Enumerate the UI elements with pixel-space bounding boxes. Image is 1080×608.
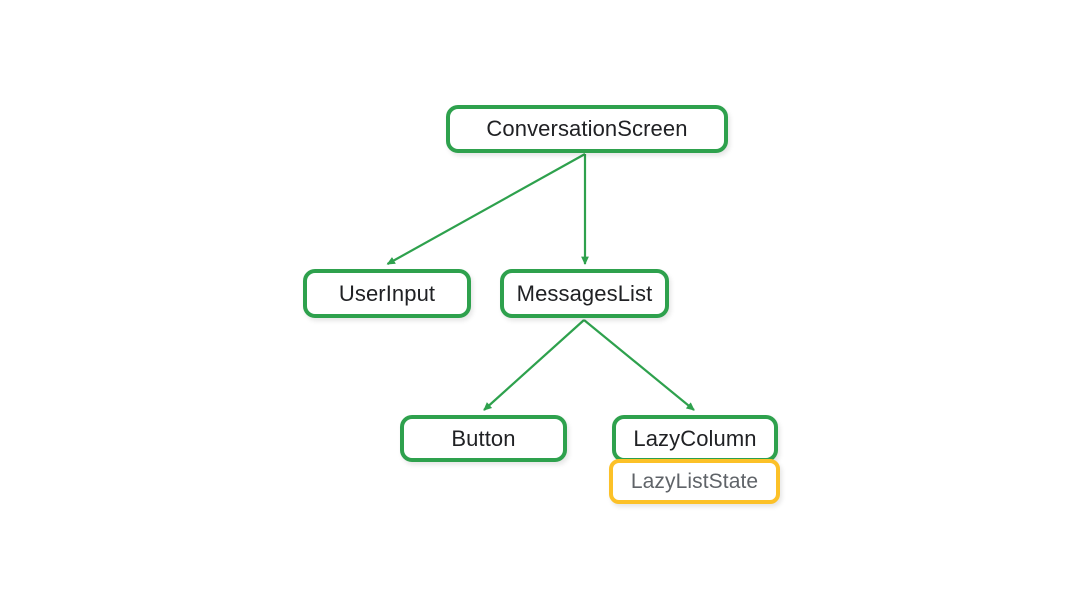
node-label: ConversationScreen [486, 116, 688, 141]
node-label: MessagesList [516, 280, 653, 306]
node-conversationscreen[interactable]: ConversationScreen [446, 105, 728, 153]
node-messageslist[interactable]: MessagesList [500, 269, 669, 318]
node-label: LazyListState [630, 470, 759, 493]
node-label: LazyColumn [633, 425, 757, 451]
node-userinput[interactable]: UserInput [303, 269, 471, 318]
node-label: Button [451, 425, 516, 451]
edge-messageslist-button [483, 319, 585, 411]
edge-conversationscreen-userinput [386, 153, 586, 265]
node-label: UserInput [338, 280, 436, 306]
node-lazycolumn[interactable]: LazyColumn [612, 415, 778, 462]
node-button[interactable]: Button [400, 415, 567, 462]
node-lazyliststate[interactable]: LazyListState [609, 459, 780, 504]
edge-messageslist-lazycolumn [583, 319, 695, 411]
